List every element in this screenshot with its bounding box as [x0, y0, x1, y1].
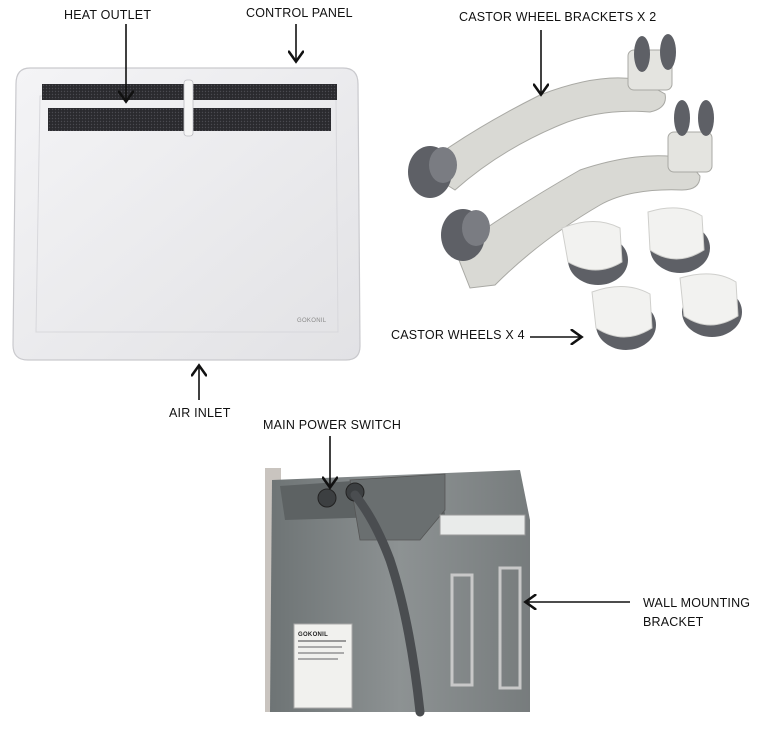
rating-sticker	[293, 623, 353, 709]
heater-front	[12, 67, 361, 361]
wall-mounting-bracket-left	[450, 573, 474, 687]
wall-mounting-bracket-label: WALL MOUNTING BRACKET	[643, 596, 751, 629]
brand-logo-sticker: GOKONIL	[298, 632, 329, 638]
power-cable	[350, 490, 425, 717]
main-power-switch-label: MAIN POWER SWITCH	[263, 418, 402, 432]
castor-wheel-brackets-label: CASTOR WHEEL BRACKETS X 2	[459, 10, 657, 24]
wall-mounting-bracket-right	[498, 566, 522, 690]
castor-wheels-label: CASTOR WHEELS X 4	[391, 328, 525, 342]
brand-logo-front: GOKONIL	[297, 318, 327, 324]
bracket-wheels	[408, 34, 714, 261]
heat-outlet-label: HEAT OUTLET	[64, 8, 152, 22]
castor-wheels	[561, 207, 742, 350]
heater-rear	[265, 468, 530, 717]
control-panel-handle	[183, 79, 194, 137]
power-switch-knob	[317, 488, 337, 508]
air-inlet-label: AIR INLET	[169, 406, 231, 420]
control-panel-label: CONTROL PANEL	[246, 6, 353, 20]
